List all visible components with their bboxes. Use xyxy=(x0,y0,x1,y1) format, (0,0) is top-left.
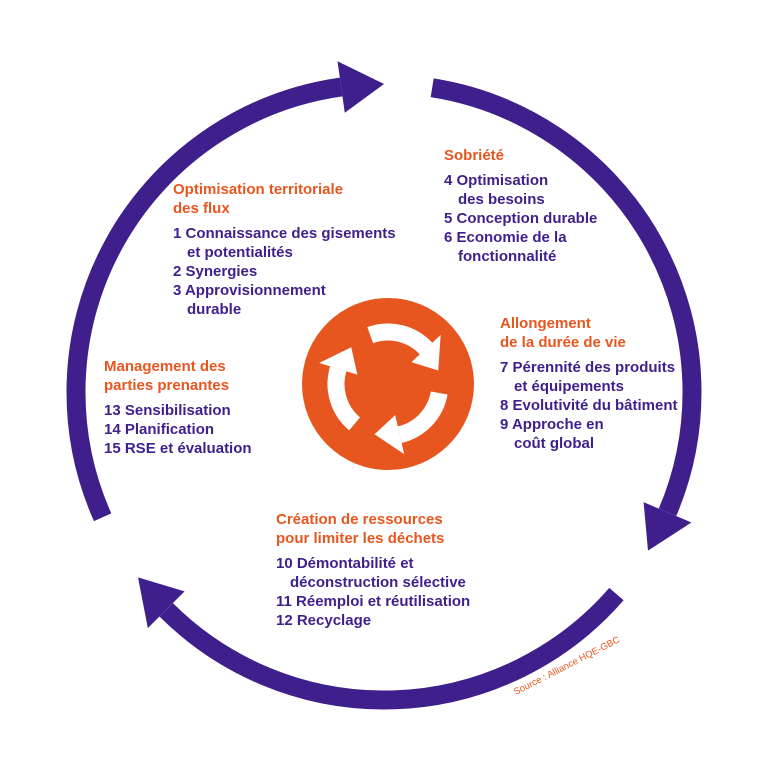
arrowhead-icon xyxy=(411,334,441,371)
section-title: Allongement de la durée de vie xyxy=(500,314,678,352)
recycle-arrow-2 xyxy=(374,391,448,455)
arrowhead-icon xyxy=(319,347,358,375)
list-item-text: durable xyxy=(187,301,242,318)
list-item-text: coût global xyxy=(514,435,594,452)
section-title-line: de la durée de vie xyxy=(500,334,626,351)
list-item-text: 11 Réemploi et réutilisation xyxy=(276,593,471,610)
list-item: 15 RSE et évaluation xyxy=(104,439,252,458)
recycle-arrow-3 xyxy=(319,347,361,431)
list-item-text: 2 Synergies xyxy=(173,263,258,280)
arrowhead-icon xyxy=(374,415,405,455)
section-title: Management des parties prenantes xyxy=(104,357,252,395)
list-item: 5 Conception durable xyxy=(444,209,597,228)
list-item: 1 Connaissance des gisements et potential… xyxy=(173,224,396,262)
list-item: 9 Approche en coût global xyxy=(500,415,678,453)
section-title-line: Optimisation territoriale xyxy=(173,181,344,198)
recycle-icon xyxy=(302,298,474,470)
section-title: Optimisation territoriale des flux xyxy=(173,180,396,218)
cycle-arrow-left xyxy=(66,61,384,522)
list-item-text: 15 RSE et évaluation xyxy=(104,440,252,457)
list-item-text: 9 Approche en xyxy=(500,416,604,433)
list-item: 13 Sensibilisation xyxy=(104,401,252,420)
section-sobriete: Sobriété 4 Optimisation des besoins 5 Conce… xyxy=(444,146,597,266)
list-item: 3 Approvisionnement durable xyxy=(173,281,396,319)
cycle-arrow-bottom xyxy=(138,577,624,710)
arrowhead-icon xyxy=(138,577,185,629)
list-item-text: 5 Conception durable xyxy=(444,210,598,227)
section-title-line: pour limiter les déchets xyxy=(276,530,445,547)
list-item: 7 Pérennité des produits et équipements xyxy=(500,358,678,396)
list-item-text: 1 Connaissance des gisements xyxy=(173,225,396,242)
section-title-line: parties prenantes xyxy=(104,377,230,394)
section-title-line: Allongement xyxy=(500,315,591,332)
list-item-text: 14 Planification xyxy=(104,421,215,438)
section-title: Création de ressources pour limiter les d… xyxy=(276,510,470,548)
list-item-text: 12 Recyclage xyxy=(276,612,372,629)
section-creation: Création de ressources pour limiter les d… xyxy=(276,510,470,630)
section-management: Management des parties prenantes 13 Sensib… xyxy=(104,357,252,458)
list-item-text: déconstruction sélective xyxy=(290,574,466,591)
list-item-text: 8 Evolutivité du bâtiment xyxy=(500,397,678,414)
list-item-text: 7 Pérennité des produits xyxy=(500,359,676,376)
recycle-arrow-1 xyxy=(367,323,441,371)
list-item-text: 13 Sensibilisation xyxy=(104,402,231,419)
list-item: 2 Synergies xyxy=(173,262,396,281)
list-item: 12 Recyclage xyxy=(276,611,470,630)
list-item: 10 Démontabilité et déconstruction sélect… xyxy=(276,554,470,592)
list-item-text: fonctionnalité xyxy=(458,248,557,265)
list-item: 14 Planification xyxy=(104,420,252,439)
arrowhead-icon xyxy=(337,61,384,113)
section-title: Sobriété xyxy=(444,146,597,165)
section-allongement: Allongement de la durée de vie 7 Pérennité… xyxy=(500,314,678,453)
arrowhead-icon xyxy=(643,502,692,551)
list-item: 4 Optimisation des besoins xyxy=(444,171,597,209)
list-item-text: 3 Approvisionnement xyxy=(173,282,326,299)
section-title-line: Management des xyxy=(104,358,226,375)
list-item: 6 Economie de la fonctionnalité xyxy=(444,228,597,266)
list-item-text: 10 Démontabilité et xyxy=(276,555,414,572)
cycle-arrow-right xyxy=(430,78,702,551)
list-item: 11 Réemploi et réutilisation xyxy=(276,592,470,611)
section-title-line: Sobriété xyxy=(444,147,505,164)
section-territorial: Optimisation territoriale des flux 1 Conna… xyxy=(173,180,396,319)
list-item-text: et équipements xyxy=(514,378,625,395)
list-item-text: des besoins xyxy=(458,191,545,208)
list-item-text: et potentialités xyxy=(187,244,293,261)
section-title-line: Création de ressources xyxy=(276,511,443,528)
list-item-text: 6 Economie de la xyxy=(444,229,567,246)
list-item-text: 4 Optimisation xyxy=(444,172,549,189)
list-item: 8 Evolutivité du bâtiment xyxy=(500,396,678,415)
section-title-line: des flux xyxy=(173,200,230,217)
